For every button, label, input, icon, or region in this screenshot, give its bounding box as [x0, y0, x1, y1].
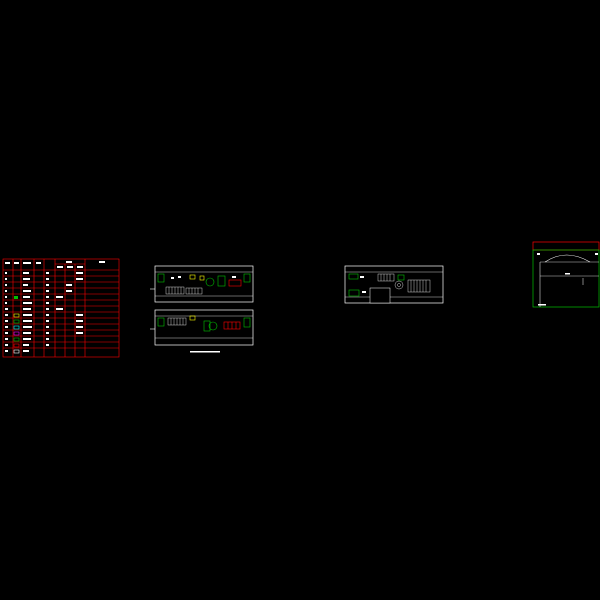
section-view: [532, 241, 600, 308]
legend-symbols: [13, 296, 20, 354]
equipment-green: [157, 273, 251, 287]
floor-plan-upper: [150, 265, 254, 303]
floor-plan-lower: [150, 309, 254, 353]
plan-caption-mark: [190, 351, 220, 353]
legend-table-entries: [5, 261, 105, 352]
floor-plan-right: [344, 265, 444, 304]
legend-table-border: [2, 258, 120, 358]
stair-hatch: [165, 286, 203, 295]
legend-table: [2, 258, 120, 358]
